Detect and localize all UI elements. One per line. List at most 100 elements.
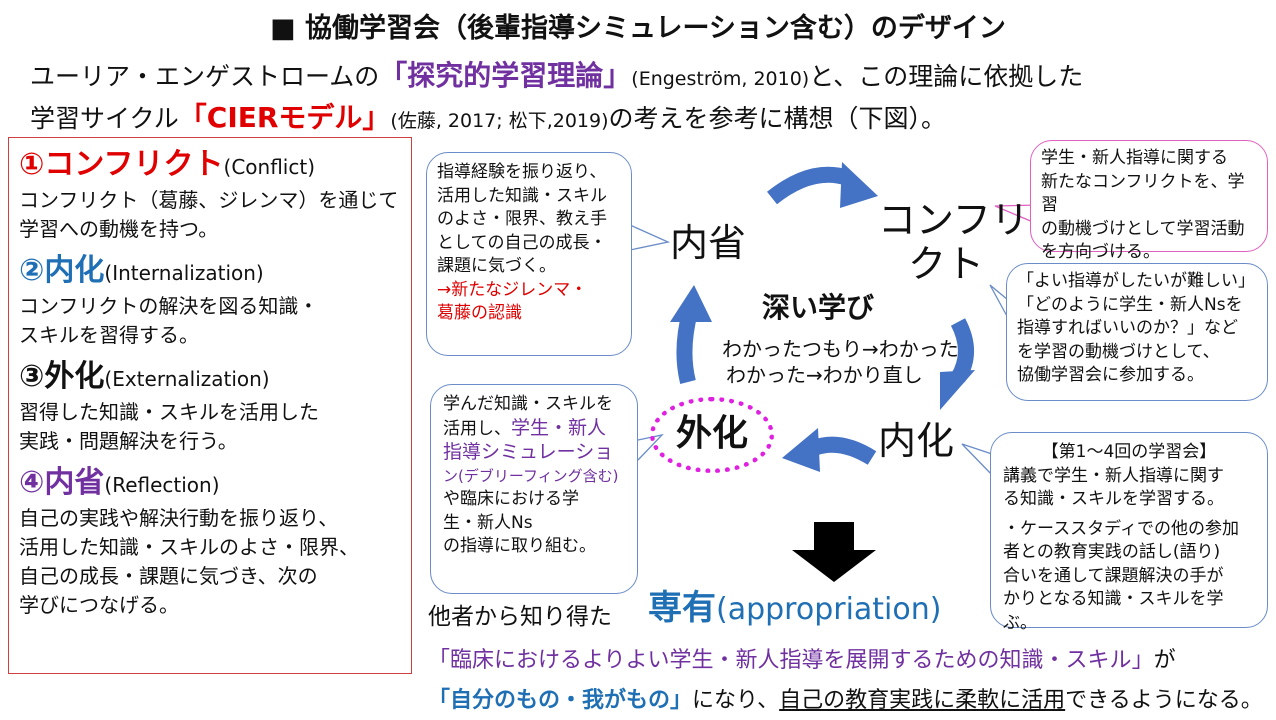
intro-term-cier-model: 「CIERモデル」 [178,101,391,134]
step-title: ②内化 [19,253,105,288]
center-desc-line: わかったつもり→わかった [722,337,959,361]
down-arrow-shaft [814,522,854,550]
page-title: ■ 協働学習会（後輩指導シミュレーション含む）のデザイン [270,13,1006,44]
bottom-line-2: 「臨床におけるよりよい学生・新人指導を展開するための知識・スキル」が [428,642,1176,674]
step-english: (Reflection) [104,473,220,497]
bottom-quote-knowledge-skills: 「臨床におけるよりよい学生・新人指導を展開するための知識・スキル」 [428,648,1154,673]
callout-tail-conflict-top [994,204,1041,226]
step-desc-line: 学びにつなげる。 [19,593,179,617]
callout-tail-conflict-mid [989,284,1009,319]
callout-conflict-mid: 「よい指導がしたいが難しい」 「どのように学生・新人Nsを 指導すればいいのか？… [1006,263,1268,401]
center-desc-line: わかった→わかり直し [726,363,923,387]
step-english: (Conflict) [223,155,315,179]
intro-line-1: ユーリア・エンゲストロームの「探究的学習理論」(Engeström, 2010)… [30,54,1083,94]
intro-text: 学習サイクル [30,104,179,133]
arrowhead [840,162,878,208]
callout-line: としての自己の成長・ [437,232,607,253]
appropriation-label: 専有(appropriation) [648,580,941,629]
callout-line-highlight: ン(デブリーフィング含む) [443,466,619,485]
appropriation-en: (appropriation) [716,592,942,627]
callout-line-highlight: 学生・新人 [511,416,607,439]
bottom-line-3: 「自分のもの・我がもの」になり、自己の教育実践に柔軟に活用できるようになる。 [428,682,1263,714]
callout-line: 講義で学生・新人指導に関す [1003,465,1224,486]
bottom-line-1: 他者から知り得た [428,604,612,630]
callout-line: 活用し、 [443,418,511,439]
bottom-quote-own: 「自分のもの・我がもの」 [428,688,693,713]
step-externalization: ③外化(Externalization) 習得した知識・スキルを活用した 実践・… [19,358,401,456]
callout-line: 課題に気づく。 [437,256,556,276]
step-desc-line: 習得した知識・スキルを活用した [19,400,319,424]
callout-line: ・ケーススタディでの他の参加 [1003,518,1239,539]
node-conflict-line: クト [908,242,985,286]
callout-naika: 【第1～4回の学習会】 講義で学生・新人指導に関す る知識・スキルを学習する。 … [990,432,1268,633]
intro-text: の考えを参考に構想（下図）。 [608,104,947,133]
step-desc-line: 活用した知識・スキルのよさ・限界、 [19,535,359,559]
cycle-arrow-naisei-to-conflict [767,166,851,205]
arrowhead [782,428,820,472]
callout-line: 生・新人Ns [443,512,533,533]
intro-text: ユーリア・エンゲストロームの [30,62,380,91]
callout-line: 「どのように学生・新人Nsを [1017,294,1243,315]
callout-line: 指導経験を振り返り、 [437,162,607,182]
step-desc-line: スキルを習得する。 [19,323,199,347]
callout-line: る知識・スキルを学習する。 [1003,489,1224,509]
bottom-underlined: 自己の教育実践に柔軟に活用 [779,688,1066,713]
callout-line: 活用した知識・スキル [437,185,607,206]
callout-line: の指導に取り組む。 [443,536,596,556]
node-naisei: 内省 [670,221,747,265]
center-title-deep-learning: 深い学び [762,291,875,324]
bottom-text: になり、 [692,688,780,713]
down-arrow-head [792,550,876,582]
step-desc-line: 自己の実践や解決行動を振り返り、 [19,506,339,530]
node-conflict-line: コンフリ [878,198,1029,242]
callout-line: 新たなコンフリクトを、学習 [1041,171,1245,216]
step-desc-line: 学習への動機を持つ。 [19,217,219,241]
callout-line: のよさ・限界、教え手 [437,209,607,229]
step-desc-line: コンフリクト（葛藤、ジレンマ）を通じて [19,188,399,212]
step-title: ③外化 [19,359,105,394]
callout-line: 「よい指導がしたいが難しい」 [1017,271,1255,291]
callout-line: 学生・新人指導に関する [1041,148,1228,168]
step-reflection: ④内省(Reflection) 自己の実践や解決行動を振り返り、 活用した知識・… [19,464,401,620]
callout-line-highlight: →新たなジレンマ・ [437,279,588,300]
node-naika: 内化 [878,419,955,463]
center-desc: わかったつもり→わかった わかった→わかり直し [722,336,959,388]
callout-naisei: 指導経験を振り返り、 活用した知識・スキル のよさ・限界、教え手 としての自己の… [426,152,632,356]
bottom-text: できるようになる。 [1065,688,1263,713]
callout-gaika: 学んだ知識・スキルを 活用し、学生・新人 指導シミュレーショ ン(デブリーフィン… [430,384,638,594]
intro-text: と、この理論に依拠した [809,62,1084,91]
callout-line: 者との教育実践の話し(語り) [1003,542,1221,562]
callout-line: の動機づけとして学習活動 [1041,218,1245,239]
arrowhead [940,370,975,410]
step-english: (Internalization) [104,261,264,285]
step-desc-line: 実践・問題解決を行う。 [19,429,238,453]
cycle-arrow-gaika-to-naisei [676,309,698,384]
callout-line-highlight: 葛藤の認識 [437,303,522,323]
callout-tail-naika [961,443,996,479]
callout-line: 協働学習会に参加する。 [1017,365,1204,385]
intro-line-2: 学習サイクル「CIERモデル」(佐藤, 2017; 松下,2019)の考えを参考… [30,96,946,136]
step-english: (Externalization) [104,367,270,391]
callout-line: を学習の動機づけとして、 [1017,341,1220,362]
step-desc-line: 自己の成長・課題に気づき、次の [19,564,318,588]
step-title: ④内省 [19,465,105,500]
callout-tail-naisei [629,224,671,251]
node-conflict: コンフリ クト [878,198,1029,286]
callout-line: 合いを通して課題解決の手が [1003,565,1224,586]
callout-line: 指導すればいいのか？」など [1017,318,1238,338]
cier-steps-box: ①コンフリクト(Conflict) コンフリクト（葛藤、ジレンマ）を通じて 学習… [8,137,412,674]
appropriation-jp: 専有 [648,588,716,628]
node-gaika: 外化 [675,413,748,454]
step-desc-line: コンフリクトの解決を図る知識・ [19,294,319,318]
intro-citation: (Engeström, 2010) [631,68,810,90]
intro-term-inquiry-theory: 「探究的学習理論」 [379,59,632,92]
intro-citation: (佐藤, 2017; 松下,2019) [390,110,609,132]
cycle-arrow-conflict-to-naika [950,318,974,383]
callout-heading: 【第1～4回の学習会】 [1041,442,1217,462]
callout-line: を方向づける。 [1041,242,1160,262]
gaika-dotted-ring [650,397,774,473]
callout-conflict-top: 学生・新人指導に関する 新たなコンフリクトを、学習 の動機づけとして学習活動 を… [1030,140,1268,262]
step-conflict: ①コンフリクト(Conflict) コンフリクト（葛藤、ジレンマ）を通じて 学習… [19,146,401,244]
callout-line: かりとなる知識・スキルを学ぶ。 [1003,589,1224,633]
